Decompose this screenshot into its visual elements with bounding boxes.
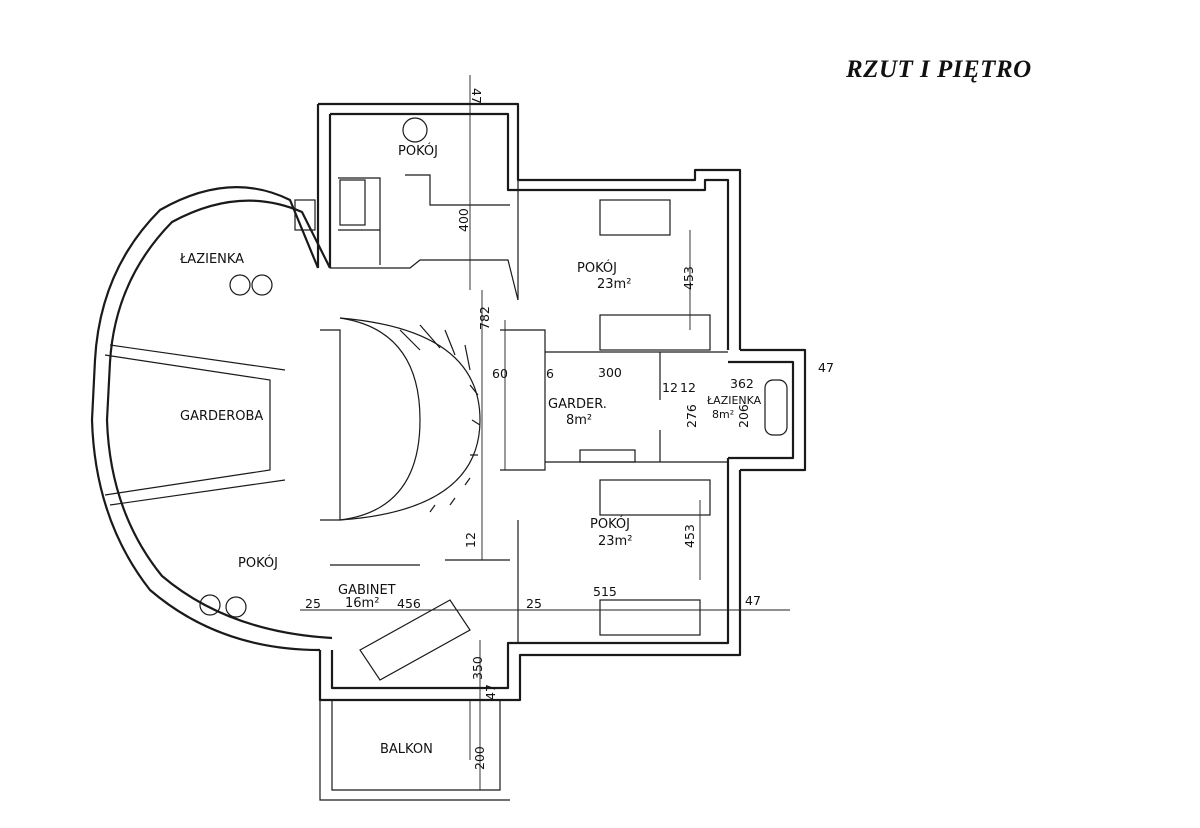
dim-25-mid: 25 [526,596,542,611]
room-pokoj-right-bottom: POKÓJ [590,516,630,532]
dim-47-top: 47 [469,88,484,104]
dim-47-bottom: 47 [483,684,498,700]
dim-453-bottom: 453 [682,524,697,548]
dim-782: 782 [477,306,492,330]
dim-456: 456 [397,596,421,611]
dim-350: 350 [470,656,485,680]
dim-206: 206 [736,404,751,428]
interior-walls [104,174,728,643]
room-pokoj-right-bottom-area: 23m² [598,534,632,549]
room-pokoj-top: POKÓJ [398,143,438,159]
room-pokoj-right-top-area: 23m² [597,277,631,292]
dim-300: 300 [598,365,622,380]
dim-12b: 12 [680,380,696,395]
dim-12c: 12 [463,532,478,548]
room-pokoj-right-top: POKÓJ [577,260,617,276]
dim-47-right: 47 [818,360,834,375]
dim-60: 60 [492,366,508,381]
room-lazienka-right-area: 8m² [712,408,734,421]
furniture-symbols [199,117,788,681]
plan-title: RZUT I PIĘTRO [846,56,1032,83]
dim-12a: 12 [662,380,678,395]
staircase [339,317,481,521]
dim-6: 6 [546,366,554,381]
room-pokoj-left: POKÓJ [238,555,278,571]
dimension-lines [300,75,790,790]
room-gabinet-area: 16m² [345,596,379,611]
room-garder-area: 8m² [566,413,592,428]
dim-453-top: 453 [681,266,696,290]
dim-515: 515 [593,584,617,599]
dim-362: 362 [730,376,754,391]
dim-400: 400 [456,208,471,232]
room-balkon: BALKON [380,742,433,757]
room-garder: GARDER. [548,397,607,412]
room-garderoba: GARDEROBA [180,409,263,424]
dim-25-left: 25 [305,596,321,611]
dim-200: 200 [472,746,487,770]
outer-walls [90,102,807,801]
dim-47-right-bottom: 47 [745,593,761,608]
room-lazienka-right: ŁAZIENKA [706,394,762,407]
room-lazienka-left: ŁAZIENKA [179,252,244,267]
dim-276: 276 [684,404,699,428]
room-gabinet: GABINET [338,583,396,598]
